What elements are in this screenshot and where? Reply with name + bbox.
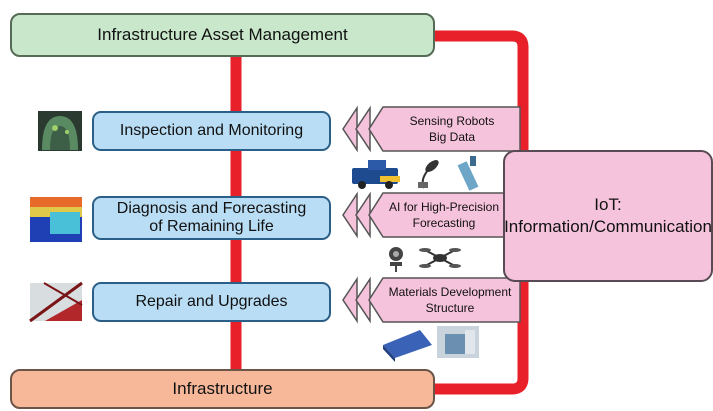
iot-label-line2: Information/Communication: [504, 217, 712, 236]
robot-arm-icon: [457, 156, 479, 191]
tech-chevron-1: [342, 105, 521, 153]
iot-box: IoT: Information/Communication: [503, 150, 713, 282]
tech-label-ai: AI for High-Precision Forecasting: [380, 199, 508, 231]
repair-upgrades-label: Repair and Upgrades: [135, 293, 288, 310]
sensor-probe-icon: [418, 160, 439, 189]
tech-chevron-2: [342, 191, 506, 239]
inspection-monitoring-label: Inspection and Monitoring: [119, 122, 304, 139]
drone-icon: [419, 248, 461, 268]
infrastructure-label: Infrastructure: [172, 379, 273, 398]
tech-label-materials-line1: Materials Development: [388, 285, 512, 299]
iot-label-line1: IoT:: [594, 195, 622, 214]
tech-chevron-3: [342, 276, 521, 324]
tech-label-sensing-line2: Big Data: [428, 130, 476, 144]
asset-management-label: Infrastructure Asset Management: [97, 25, 348, 44]
tech-label-sensing: Sensing Robots Big Data: [384, 113, 520, 145]
asset-management-box: Infrastructure Asset Management: [10, 13, 435, 57]
camera-robot-icon: [389, 247, 403, 272]
tech-label-sensing-line1: Sensing Robots: [409, 114, 495, 128]
bridge-underside-image: [29, 281, 83, 323]
repair-upgrades-box: Repair and Upgrades: [92, 282, 331, 322]
diagnosis-forecasting-label-line2: of Remaining Life: [149, 218, 274, 235]
tunnel-scan-image: [38, 111, 82, 151]
material-panel-image: [383, 330, 432, 362]
diagnosis-forecasting-label-line1: Diagnosis and Forecasting: [116, 200, 307, 217]
tech-label-materials-line2: Structure: [425, 301, 475, 315]
thermal-map-image: [30, 197, 82, 242]
infrastructure-box: Infrastructure: [10, 369, 435, 409]
lab-machine-image: [437, 326, 479, 358]
tech-label-ai-line2: Forecasting: [412, 216, 476, 230]
diagnosis-forecasting-box: Diagnosis and Forecasting of Remaining L…: [92, 196, 331, 240]
tech-label-ai-line1: AI for High-Precision: [388, 200, 500, 214]
iot-top-connector: [433, 30, 529, 152]
inspection-vehicle-icon: [352, 160, 400, 189]
inspection-monitoring-box: Inspection and Monitoring: [92, 111, 331, 151]
iot-bottom-connector: [433, 280, 529, 395]
tech-label-materials: Materials Development Structure: [380, 284, 520, 316]
